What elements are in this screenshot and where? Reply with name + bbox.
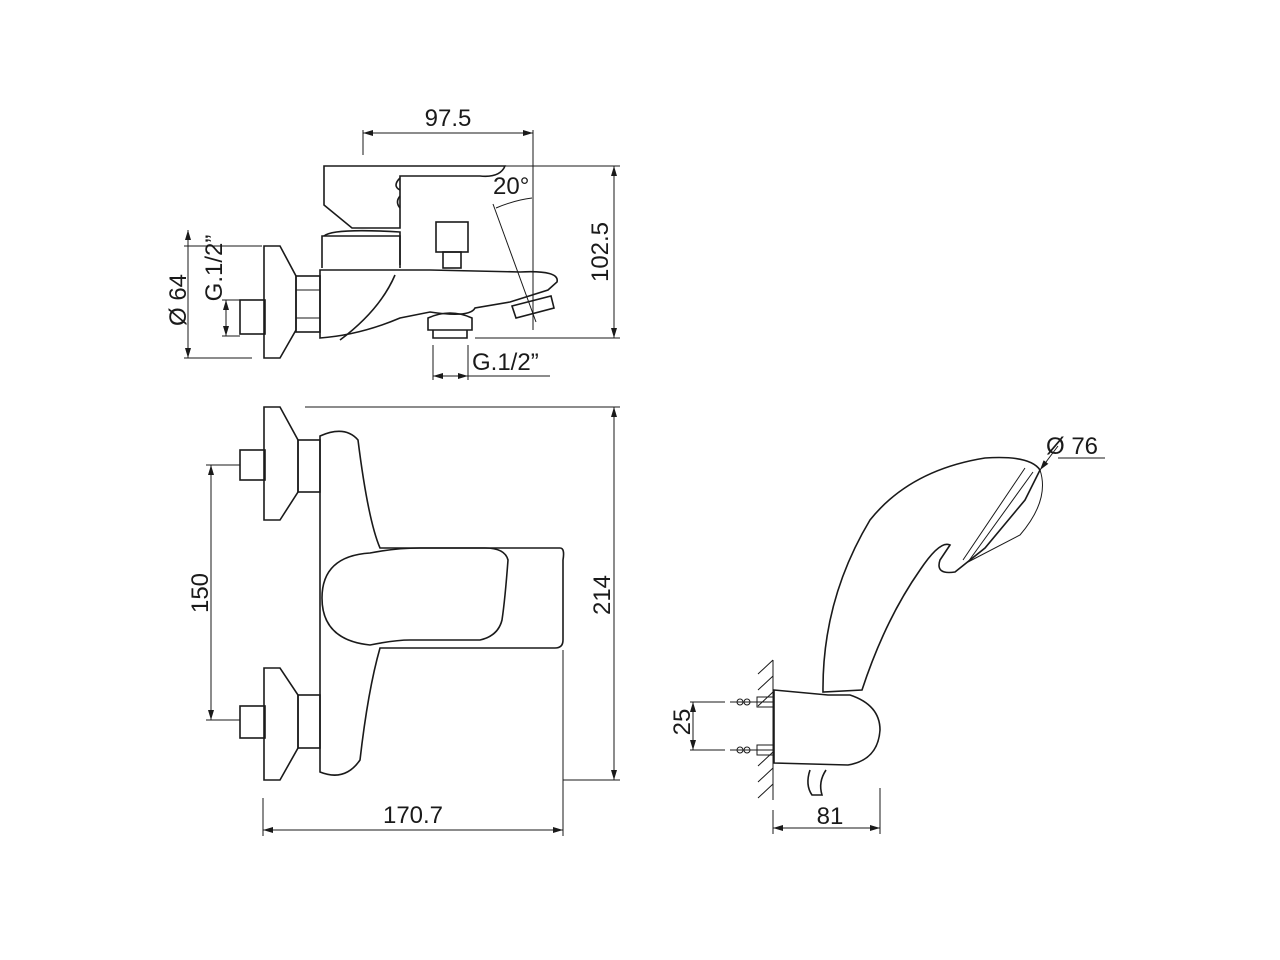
bottom-flange (263, 667, 299, 781)
dim-height-102-5: 102.5 (587, 222, 614, 282)
wall-plugs (730, 696, 775, 756)
shower-holder (773, 689, 881, 766)
faucet-body (319, 235, 558, 339)
aerator (510, 295, 555, 319)
side-view: 97.5 102.5 20° Ø 64 G.1/2” G.1/2” (165, 105, 620, 380)
dim-fixing-25: 25 (669, 709, 696, 736)
dim-angle-20: 20° (493, 173, 529, 200)
connector-nut (295, 275, 321, 333)
inlet-pipe (239, 299, 266, 335)
wall-flange (263, 245, 297, 359)
dim-width-97-5: 97.5 (425, 105, 472, 132)
dim-spacing-150: 150 (187, 573, 214, 613)
dim-inlet-thread: G.1/2” (201, 235, 228, 302)
dim-width-170-7: 170.7 (383, 802, 443, 829)
lever-front (321, 547, 509, 646)
cartridge-cap (323, 229, 401, 268)
dim-height-214: 214 (589, 575, 616, 615)
front-view: 214 150 170.7 (187, 406, 620, 836)
bottom-outlet (427, 312, 473, 339)
top-flange (263, 406, 299, 521)
hand-shower-view: 25 81 Ø 76 (669, 433, 1105, 834)
hose (807, 769, 827, 796)
dim-outlet-thread: G.1/2” (472, 349, 539, 376)
wall-hatch (757, 659, 774, 799)
lever-handle (323, 165, 507, 229)
dim-projection-81: 81 (817, 803, 844, 830)
dim-flange-diameter: Ø 64 (165, 274, 192, 326)
dim-head-diameter: Ø 76 (1046, 433, 1098, 460)
diverter-knob (435, 221, 469, 253)
faucet-body-front (319, 430, 565, 776)
hand-shower-handle (822, 456, 1041, 693)
